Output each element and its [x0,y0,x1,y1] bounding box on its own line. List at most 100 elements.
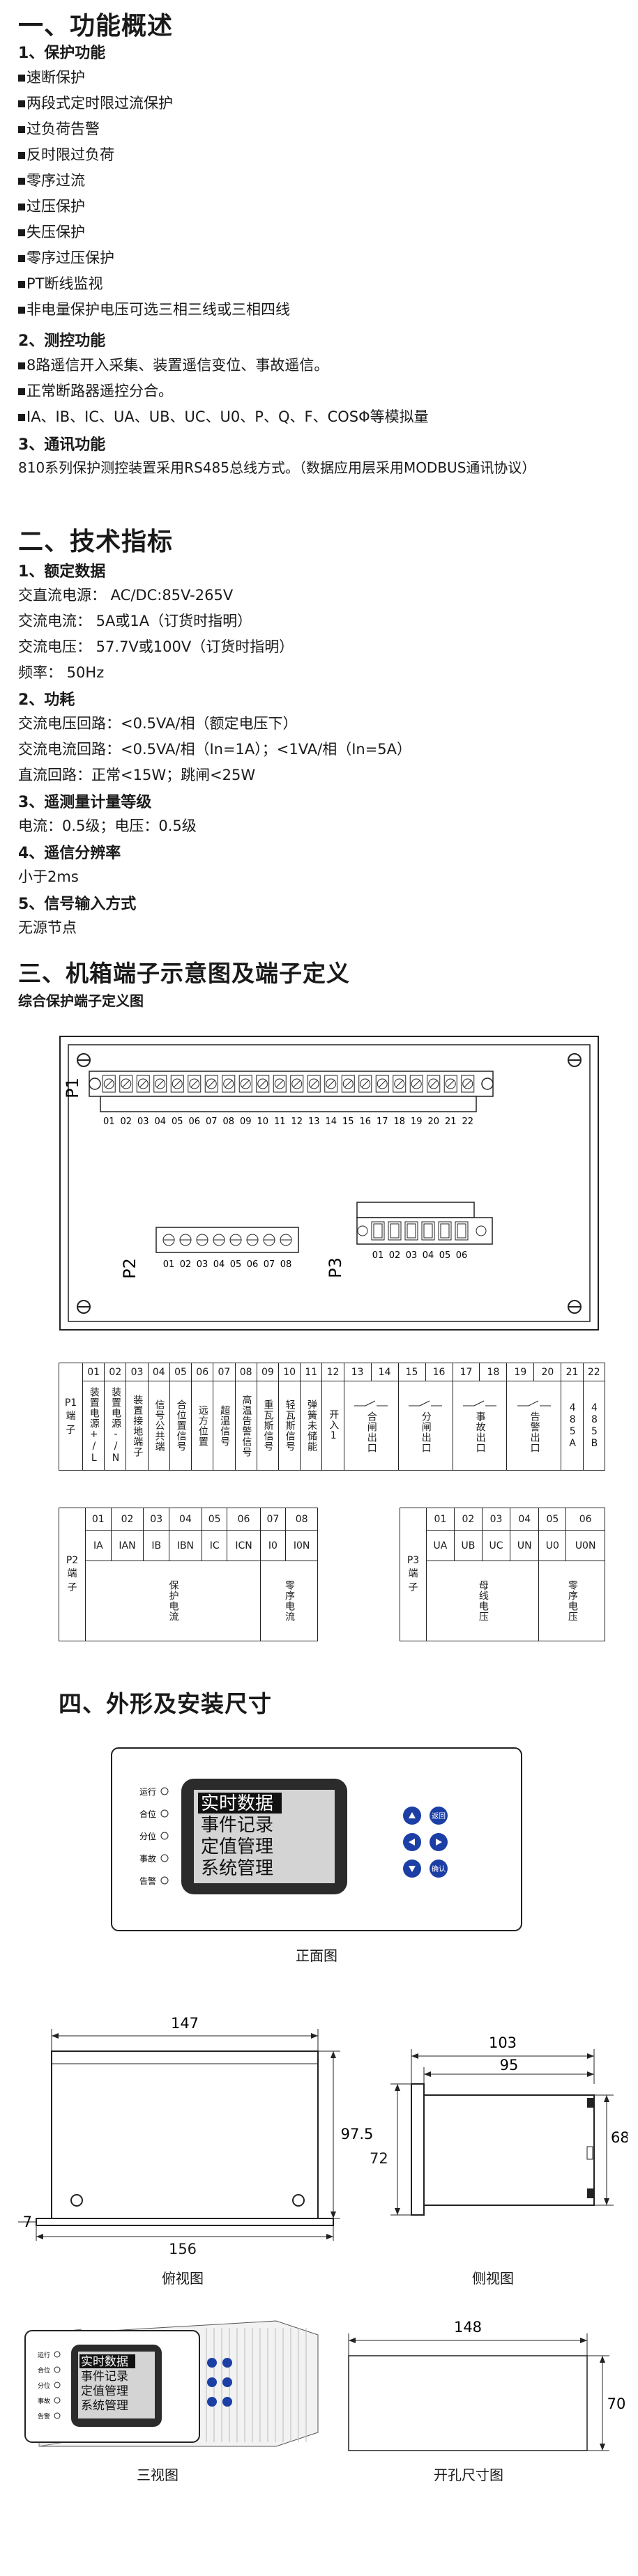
p1-table-number: 06 [191,1363,214,1381]
bullet-square-icon [18,100,25,107]
p1-table-cell: 合闸出口 [343,1381,399,1471]
p3-table-number: 02 [453,1508,483,1531]
protect-item-text: 两段式定时限过流保护 [26,95,173,112]
lcd-menu-item: 系统管理 [201,1858,273,1879]
iso-lcd-menu-item: 实时数据 [81,2355,128,2369]
confirm-button[interactable] [430,1860,448,1878]
p2-table-def: I0 [259,1530,287,1561]
led-label: 分位 [139,1831,156,1841]
p1-table-cell: 重瓦斯信号 [256,1381,279,1471]
p2-table-head-label: 子 [67,1582,77,1593]
section-2-title: 二、技术指标 [18,528,174,556]
iso-led-label: 告警 [38,2412,50,2421]
iso-led-label: 合位 [38,2366,50,2375]
p2-table-number: 04 [169,1508,202,1531]
p2-table-def: IA [85,1530,112,1561]
iso-led-label: 分位 [38,2382,50,2390]
p1-table-cell: 485A [561,1381,584,1471]
p1-table-number: 22 [582,1363,606,1381]
bullet-square-icon [18,362,25,369]
p1-table-cell: 告警出口 [506,1381,562,1471]
bullet-square-icon [18,307,25,314]
bullet-square-icon [18,152,25,159]
p1-table-number: 20 [533,1363,562,1381]
p1-table-cell: 轻瓦斯信号 [278,1381,301,1471]
p1-terminal-number: 10 [257,1117,268,1127]
p3-terminal-number: 06 [456,1250,468,1261]
p2-table-def: ICN [227,1530,261,1561]
p1-table-cell: 远方位置 [191,1381,214,1471]
p3-group-zero-voltage: 零序电压 [566,1580,578,1622]
bullet-square-icon [18,126,25,133]
p3-table-def: UC [481,1530,511,1561]
p1-table-def: 装置接地端子 [132,1394,144,1457]
led-indicator-icon [160,1787,169,1795]
iso-led-label: 运行 [38,2351,50,2359]
power-title: 2、功耗 [18,691,75,709]
p1-table-number: 17 [452,1363,480,1381]
p1-table-def: 重瓦斯信号 [262,1400,274,1452]
iso-led-label: 事故 [38,2397,50,2405]
p1-table-number: 14 [370,1363,399,1381]
p1-table-def: 事故出口 [474,1411,486,1453]
p2-table-number: 01 [85,1508,112,1531]
top-view-caption: 俯视图 [162,2270,204,2287]
measure-item-text: 8路遥信开入采集、装置遥信变位、事故遥信。 [26,357,329,374]
dim-97-5: 97.5 [341,2126,374,2142]
p1-terminal-number: 14 [325,1117,337,1127]
measure-title: 2、测控功能 [18,332,106,350]
p1-table-number: 04 [147,1363,170,1381]
p1-table-def: 信号公共端 [153,1400,165,1452]
bullet-square-icon [18,204,25,210]
p2-terminal-number: 04 [213,1259,225,1270]
protect-item: 零序过流 [18,169,85,190]
protect-item-text: 零序过流 [26,172,85,189]
p1-table-number: 18 [479,1363,508,1381]
p3-table-def: UA [426,1530,455,1561]
measure-item-text: 正常断路器遥控分合。 [26,383,173,399]
iso-lcd-menu-item: 事件记录 [81,2370,128,2384]
protect-item: 非电量保护电压可选三相三线或三相四线 [18,298,290,319]
front-view-caption: 正面图 [296,1947,337,1964]
protect-item: 过负荷告警 [18,118,100,139]
rated-line: 交直流电源： AC/DC:85V-265V [18,587,234,604]
p3-terminal-number: 01 [372,1250,384,1261]
p1-table-def: 超温信号 [219,1404,231,1447]
dim-70: 70 [607,2395,626,2412]
lcd-menu-item: 实时数据 [201,1793,273,1814]
down-arrow-icon [409,1866,416,1872]
side-view-caption: 侧视图 [472,2270,514,2287]
p3-table-number: 03 [481,1508,511,1531]
p3-table-number: 01 [426,1508,455,1531]
p1-table-number: 11 [300,1363,323,1381]
p3-table-head-label: P3 [407,1555,420,1566]
p1-table-def: 装置电源-/N [110,1387,122,1464]
protect-item-text: 过压保护 [26,198,85,215]
p1-table-def: 装置电源+/L [88,1387,100,1464]
protect-item: 反时限过负荷 [18,144,114,164]
terminal-diagram-subtitle: 综合保护端子定义图 [18,992,144,1009]
p1-terminal-number: 01 [103,1117,115,1127]
p1-table-cell: 485B [582,1381,606,1471]
signal-title: 5、信号输入方式 [18,896,137,913]
p2-table-def: IC [201,1530,228,1561]
iso-lcd-menu-item: 系统管理 [81,2399,128,2413]
rated-line: 频率： 50Hz [18,664,105,681]
p2-terminal-number: 02 [180,1259,192,1270]
p2-table-head-label: P2 [66,1555,79,1566]
p1-table-head-label: 端 [66,1410,76,1422]
protect-item: PT断线监视 [18,273,103,293]
back-button[interactable] [430,1807,448,1825]
lcd-menu-item: 事件记录 [201,1815,273,1836]
protect-item-text: 速断保护 [26,69,85,86]
p1-terminal-number: 08 [222,1117,234,1127]
protect-item-text: PT断线监视 [26,275,103,292]
top-view-drawing: 147 97.5 7 [18,2015,374,2241]
p1-table-def: 远方位置 [197,1404,208,1447]
p1-terminal-number: 06 [188,1117,200,1127]
p1-table-number: 03 [126,1363,149,1381]
